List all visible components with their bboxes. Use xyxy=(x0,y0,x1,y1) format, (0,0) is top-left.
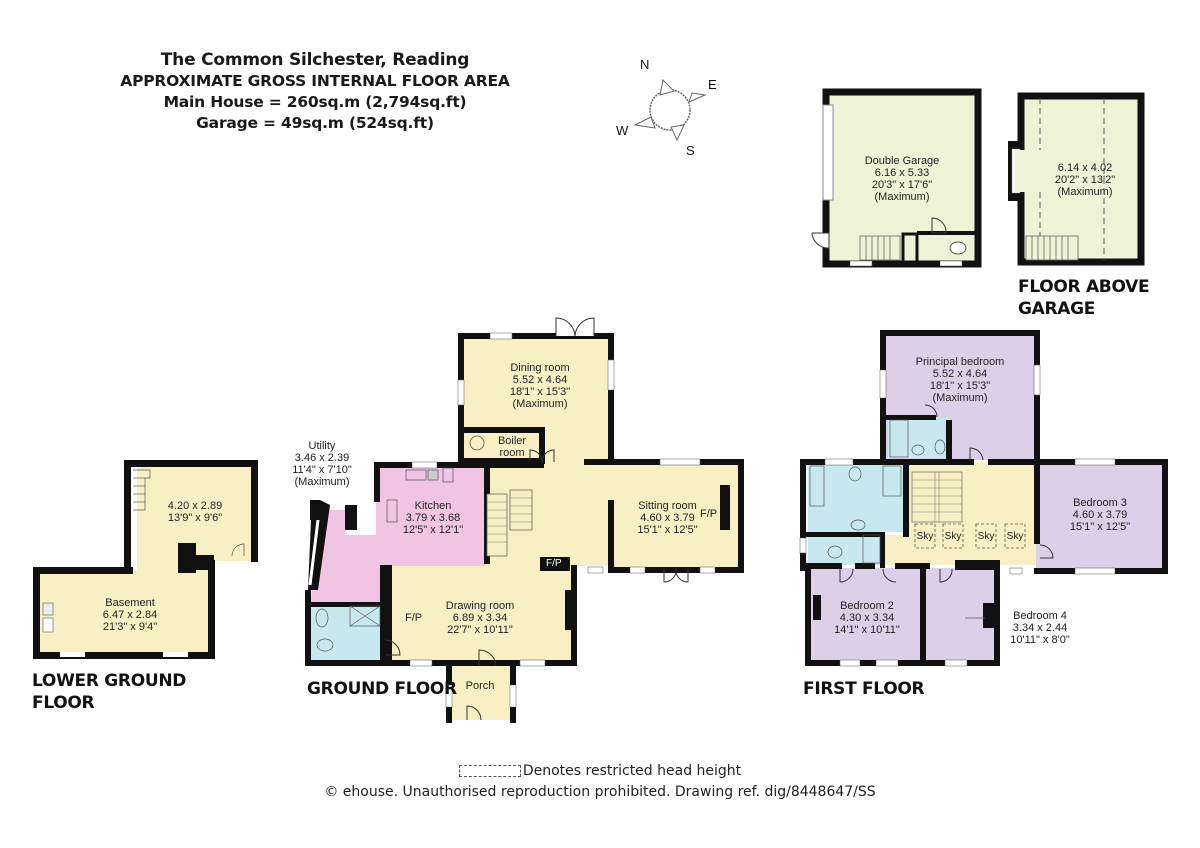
lower-ground-floor-label: LOWER GROUND FLOOR xyxy=(32,671,187,713)
bedroom-2-label: Bedroom 2 4.30 x 3.34 14'1" x 10'11" xyxy=(834,600,900,636)
fireplace-label-sitting: F/P xyxy=(700,508,718,520)
skylight-2: Sky xyxy=(944,531,962,542)
skylight-1: Sky xyxy=(916,531,934,542)
compass-e: E xyxy=(708,77,717,92)
bedroom-3-label: Bedroom 3 4.60 x 3.79 15'1" x 12'5" xyxy=(1069,497,1131,533)
bedroom-4-label: Bedroom 4 3.34 x 2.44 10'11" x 8'0" xyxy=(1010,610,1070,646)
area-heading: APPROXIMATE GROSS INTERNAL FLOOR AREA xyxy=(120,72,510,90)
utility-label: Utility 3.46 x 2.39 11'4" x 7'10" (Maxim… xyxy=(292,440,352,488)
property-name: The Common Silchester, Reading xyxy=(160,50,470,70)
skylight-4: Sky xyxy=(1006,531,1024,542)
boiler-room-label: Boiler room xyxy=(497,435,527,459)
compass-w: W xyxy=(616,123,629,138)
drawing-room-label: Drawing room 6.89 x 3.34 22'7" x 10'11" xyxy=(445,600,515,636)
basement-label: Basement 6.47 x 2.84 21'3" x 9'4" xyxy=(102,597,158,633)
skylight-3: Sky xyxy=(977,531,995,542)
porch-label: Porch xyxy=(465,680,495,692)
kitchen-label: Kitchen 3.79 x 3.68 12'5" x 12'1" xyxy=(402,500,464,536)
compass-n: N xyxy=(640,57,650,72)
fireplace-label-hall: F/P xyxy=(546,558,562,569)
copyright: © ehouse. Unauthorised reproduction proh… xyxy=(324,784,876,800)
fireplace-label-drawing: F/P xyxy=(405,612,423,624)
above-garage-room-label: 6.14 x 4.02 20'2" x 13'2" (Maximum) xyxy=(1054,162,1116,198)
sitting-room-label: Sitting room 4.60 x 3.79 15'1" x 12'5" xyxy=(637,500,698,536)
dining-room-label: Dining room 5.52 x 4.64 18'1" x 15'3" (M… xyxy=(509,362,571,410)
legend: Denotes restricted head height xyxy=(0,763,1200,779)
title-block: The Common Silchester, Reading APPROXIMA… xyxy=(100,50,530,134)
first-floor-label: FIRST FLOOR xyxy=(803,679,925,699)
double-garage-label: Double Garage 6.16 x 5.33 20'3" x 17'6" … xyxy=(864,155,940,203)
ground-floor-label: GROUND FLOOR xyxy=(307,679,457,699)
compass-s: S xyxy=(686,143,695,158)
principal-bedroom-label: Principal bedroom 5.52 x 4.64 18'1" x 15… xyxy=(915,356,1005,404)
garage-area: Garage = 49sq.m (524sq.ft) xyxy=(196,114,434,132)
floor-above-garage-label: FLOOR ABOVE GARAGE xyxy=(1018,277,1150,319)
restricted-height-swatch xyxy=(458,765,521,777)
lower-ground-room-label: 4.20 x 2.89 13'9" x 9'6" xyxy=(167,500,223,524)
legend-text: Denotes restricted head height xyxy=(522,763,742,779)
main-house-area: Main House = 260sq.m (2,794sq.ft) xyxy=(163,93,467,111)
compass-icon: N E S W xyxy=(610,55,720,165)
